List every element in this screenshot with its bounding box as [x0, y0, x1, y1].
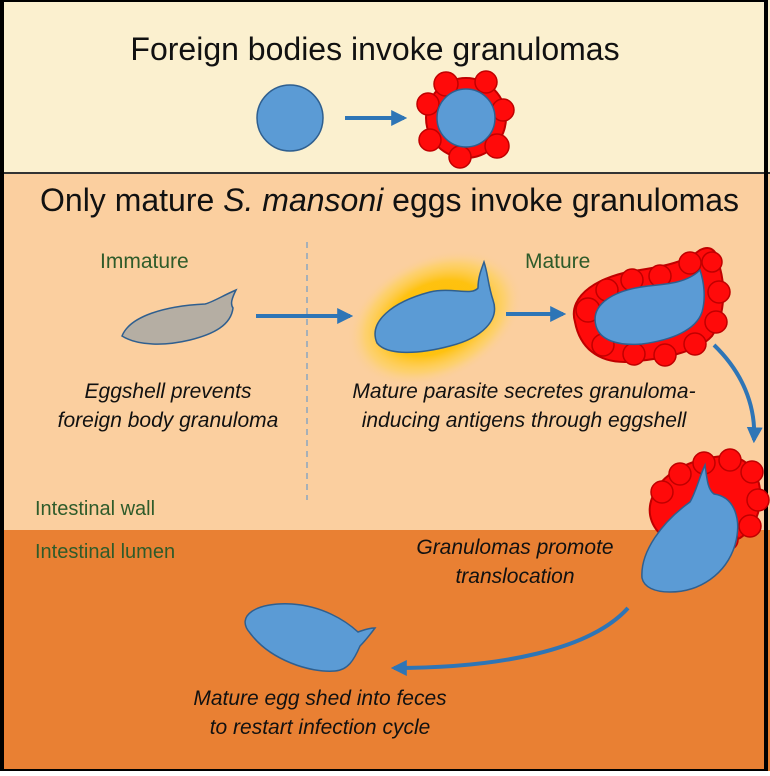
- foreign-body-circle: [257, 85, 323, 151]
- caption-shed-line1: Mature egg shed into feces: [193, 687, 447, 710]
- middle-title: Only mature S. mansoni eggs invoke granu…: [40, 182, 739, 218]
- top-title: Foreign bodies invoke granulomas: [130, 31, 619, 67]
- top-panel-background: [0, 0, 770, 173]
- middle-title-species: S. mansoni: [223, 182, 384, 218]
- immature-label: Immature: [100, 250, 189, 273]
- intestinal-wall-label: Intestinal wall: [35, 498, 155, 520]
- caption-right-line1: Mature parasite secretes granuloma-: [352, 380, 695, 403]
- middle-title-part2: eggs invoke granulomas: [383, 182, 739, 218]
- caption-left-line1: Eggshell prevents: [85, 380, 252, 403]
- caption-promote-line1: Granulomas promote: [416, 536, 613, 559]
- intestinal-lumen-label: Intestinal lumen: [35, 541, 175, 563]
- caption-promote-line2: translocation: [455, 565, 574, 588]
- caption-left-line2: foreign body granuloma: [58, 409, 279, 432]
- mature-label: Mature: [525, 250, 590, 273]
- caption-shed-line2: to restart infection cycle: [210, 716, 431, 739]
- caption-right-line2: inducing antigens through eggshell: [362, 409, 688, 432]
- middle-title-part1: Only mature: [40, 182, 223, 218]
